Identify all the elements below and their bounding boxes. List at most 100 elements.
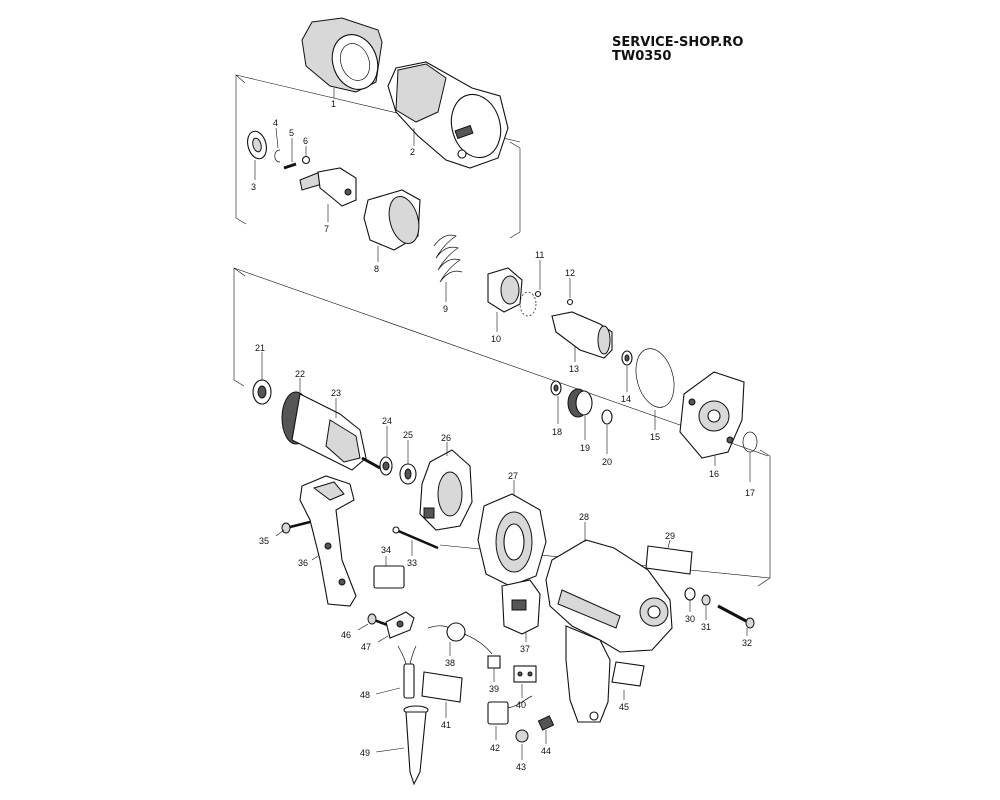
label-part-23: 23 xyxy=(331,388,341,398)
part-3-washer xyxy=(247,130,267,180)
label-part-8: 8 xyxy=(374,264,379,274)
label-part-24: 24 xyxy=(382,416,392,426)
label-part-40: 40 xyxy=(516,700,526,710)
part-10-race xyxy=(487,267,523,332)
part-34-block xyxy=(373,556,405,589)
label-part-37: 37 xyxy=(520,644,530,654)
label-part-34: 34 xyxy=(381,545,391,555)
label-part-18: 18 xyxy=(552,427,562,437)
label-part-14: 14 xyxy=(621,394,631,404)
part-41-label xyxy=(421,671,463,718)
label-part-21: 21 xyxy=(255,343,265,353)
part-27-field xyxy=(477,480,547,587)
model-number: TW0350 xyxy=(612,49,672,64)
part-30-washer xyxy=(684,587,696,612)
label-part-28: 28 xyxy=(579,512,589,522)
part-40-terminal-block xyxy=(513,665,537,698)
part-4-ring xyxy=(274,127,281,163)
label-part-11: 11 xyxy=(535,250,544,260)
part-6-ball xyxy=(301,146,311,165)
label-part-39: 39 xyxy=(489,684,499,694)
label-part-17: 17 xyxy=(745,488,755,498)
part-19-gear xyxy=(567,388,593,440)
shop-name: SERVICE-SHOP.RO xyxy=(612,35,744,50)
part-36-handle-set xyxy=(299,475,357,607)
part-7-anvil xyxy=(299,167,357,222)
label-part-13: 13 xyxy=(569,364,579,374)
part-8-hammer xyxy=(363,189,421,262)
label-part-6: 6 xyxy=(303,136,308,146)
part-9-spring xyxy=(433,234,463,302)
label-part-5: 5 xyxy=(289,128,294,138)
part-13-spindle xyxy=(551,311,613,362)
label-part-32: 32 xyxy=(742,638,752,648)
label-part-47: 47 xyxy=(361,642,371,652)
part-17-o-ring xyxy=(742,431,758,482)
part-16-plate xyxy=(679,371,745,466)
part-43-cap xyxy=(515,729,529,760)
label-part-42: 42 xyxy=(490,743,500,753)
label-part-26: 26 xyxy=(441,433,451,443)
label-part-41: 41 xyxy=(441,720,451,730)
part-42-suppressor xyxy=(487,695,533,740)
label-part-35: 35 xyxy=(259,536,269,546)
part-11-balls xyxy=(519,260,542,317)
label-part-10: 10 xyxy=(491,334,501,344)
label-part-25: 25 xyxy=(403,430,413,440)
label-part-1: 1 xyxy=(331,99,336,109)
part-39-terminal xyxy=(487,655,501,682)
label-part-46: 46 xyxy=(341,630,351,640)
label-part-7: 7 xyxy=(324,224,329,234)
label-part-15: 15 xyxy=(650,432,660,442)
part-33-screw xyxy=(392,526,439,556)
label-part-4: 4 xyxy=(273,118,278,128)
part-29-label xyxy=(645,539,693,575)
part-12-ball xyxy=(566,278,574,306)
part-44-carbon-brush xyxy=(537,715,555,744)
label-part-49: 49 xyxy=(360,748,370,758)
part-38-suppressor xyxy=(427,622,493,656)
label-part-30: 30 xyxy=(685,614,695,624)
part-21-bearing xyxy=(252,352,272,405)
part-15-o-ring xyxy=(635,348,675,430)
label-part-22: 22 xyxy=(295,369,305,379)
part-37-switch xyxy=(501,579,541,642)
part-1-cap xyxy=(301,17,383,98)
part-24-bearing xyxy=(379,426,393,476)
label-part-48: 48 xyxy=(360,690,370,700)
part-46-screw xyxy=(357,613,391,631)
part-35-screw xyxy=(275,520,311,537)
part-31-washer xyxy=(701,594,711,620)
label-part-19: 19 xyxy=(580,443,590,453)
label-part-2: 2 xyxy=(410,147,415,157)
label-part-38: 38 xyxy=(445,658,455,668)
part-26-baffle xyxy=(419,442,473,531)
label-part-27: 27 xyxy=(508,471,518,481)
label-part-44: 44 xyxy=(541,746,551,756)
part-47-strain-relief xyxy=(377,611,415,643)
label-part-20: 20 xyxy=(602,457,612,467)
part-48-cord xyxy=(375,645,417,699)
header-block: SERVICE-SHOP.RO TW0350 xyxy=(612,36,743,64)
label-part-45: 45 xyxy=(619,702,629,712)
part-14-washer xyxy=(621,350,633,392)
part-number-labels: 1 2 3 4 5 6 7 8 9 10 11 12 13 14 15 16 1… xyxy=(251,99,755,772)
label-part-3: 3 xyxy=(251,182,256,192)
part-28-motor-housing xyxy=(545,522,673,723)
part-22-23-armature xyxy=(281,378,381,471)
label-part-29: 29 xyxy=(665,531,675,541)
label-part-31: 31 xyxy=(701,622,711,632)
label-part-36: 36 xyxy=(298,558,308,568)
label-part-16: 16 xyxy=(709,469,719,479)
part-20-washer xyxy=(601,409,613,454)
part-49-cord-guard xyxy=(375,705,429,786)
part-25-bearing xyxy=(399,440,417,485)
part-32-screw xyxy=(717,604,755,636)
label-part-9: 9 xyxy=(443,304,448,314)
part-45-label xyxy=(611,661,645,700)
part-5-pin xyxy=(283,138,297,170)
label-part-12: 12 xyxy=(565,268,575,278)
part-2-hammer-case xyxy=(387,61,509,169)
